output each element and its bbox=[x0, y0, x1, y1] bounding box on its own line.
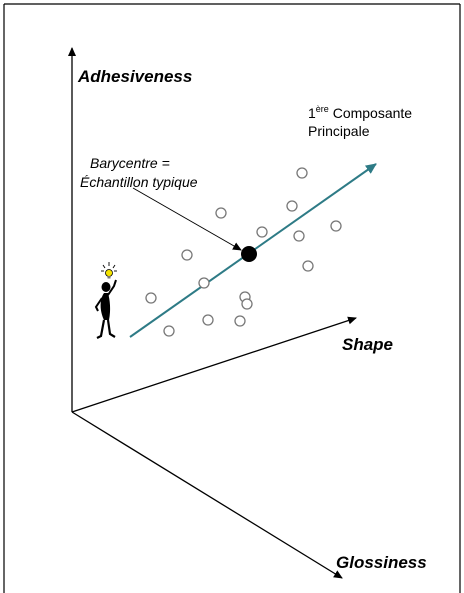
barycentre-label-line2: Échantillon typique bbox=[80, 174, 198, 190]
barycentre-pointer-arrow bbox=[132, 187, 242, 251]
glossiness-axis bbox=[71, 411, 343, 579]
person-with-lightbulb-icon bbox=[94, 262, 117, 339]
sample-point bbox=[145, 292, 157, 304]
sample-point bbox=[163, 325, 175, 337]
sample-point bbox=[330, 220, 342, 232]
barycentre-label-line1: Barycentre = bbox=[90, 155, 170, 171]
sample-point bbox=[198, 277, 210, 289]
component-label-superscript: ère bbox=[316, 104, 329, 114]
sample-point bbox=[234, 315, 246, 327]
sample-point bbox=[241, 298, 253, 310]
sample-point bbox=[286, 200, 298, 212]
sample-point bbox=[215, 207, 227, 219]
sample-point bbox=[256, 226, 268, 238]
component-label-line1: 1ère Composante bbox=[308, 104, 412, 121]
glossiness-axis-label: Glossiness bbox=[336, 553, 427, 572]
shape-axis bbox=[71, 316, 357, 413]
component-label-rest: Composante bbox=[329, 105, 412, 121]
sample-point bbox=[296, 167, 308, 179]
sample-point bbox=[293, 230, 305, 242]
barycentre-point bbox=[241, 246, 257, 262]
sample-points bbox=[145, 167, 342, 337]
sample-point bbox=[302, 260, 314, 272]
component-label-line2: Principale bbox=[308, 123, 370, 139]
sample-point bbox=[202, 314, 214, 326]
shape-axis-label: Shape bbox=[342, 335, 393, 354]
component-label-prefix: 1 bbox=[308, 105, 316, 121]
sample-point bbox=[181, 249, 193, 261]
adhesiveness-axis-label: Adhesiveness bbox=[77, 67, 192, 86]
